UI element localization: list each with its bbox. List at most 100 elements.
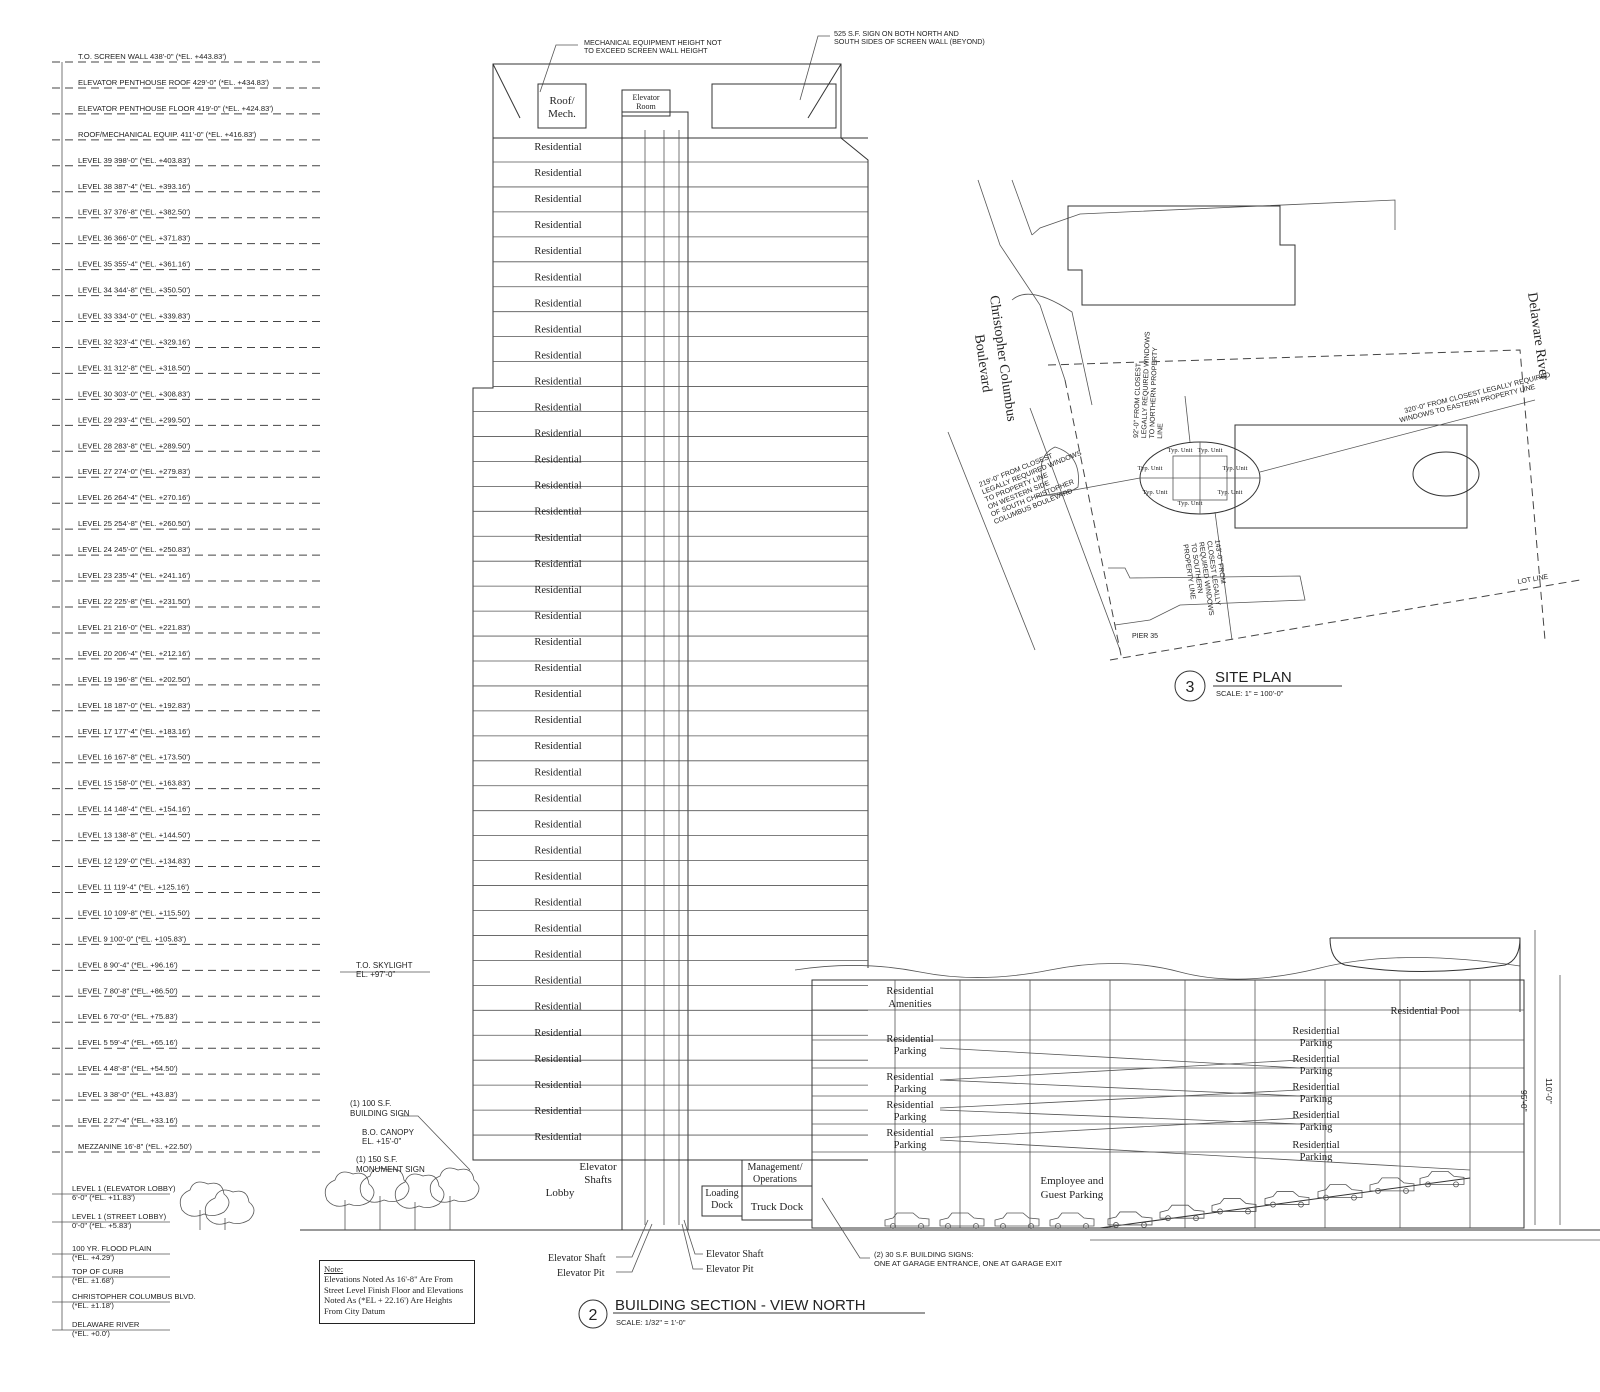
- residential-label: Residential: [534, 194, 581, 205]
- skylight-label: T.O. SKYLIGHT: [356, 961, 413, 970]
- residential-label: Residential: [534, 793, 581, 804]
- residential-label: Residential: [534, 611, 581, 622]
- residential-label: Residential: [534, 924, 581, 935]
- residential-label: Residential: [534, 1080, 581, 1091]
- ramp-line: [939, 1059, 1301, 1081]
- parking-label: Parking: [894, 1140, 927, 1151]
- wheel-icon: [1323, 1194, 1329, 1201]
- car-icon: [1049, 1212, 1095, 1227]
- car-icon: [1419, 1171, 1465, 1185]
- dim-south: 143'-0" FROMCLOSEST LEGALLYREQUIRED WIND…: [1181, 539, 1230, 618]
- low-elevation-levels: LEVEL 1 (ELEVATOR LOBBY)6'-0" (*EL. +11.…: [52, 1184, 196, 1338]
- ramp-line: [939, 1079, 1301, 1097]
- wheel-icon: [890, 1223, 896, 1229]
- ramp-line: [939, 1047, 1301, 1069]
- car-icon: [1159, 1204, 1205, 1219]
- cars: [884, 1171, 1465, 1229]
- low-level-label: 100 YR. FLOOD PLAIN: [72, 1244, 152, 1253]
- garage-grid: [812, 980, 1524, 1228]
- car-icon: [1107, 1211, 1153, 1226]
- wheel-icon: [1193, 1215, 1199, 1222]
- low-level-label: DELAWARE RIVER: [72, 1320, 140, 1329]
- section-title-block: 2 BUILDING SECTION - VIEW NORTH SCALE: 1…: [578, 1297, 925, 1329]
- residential-labels: ResidentialResidentialResidentialResiden…: [534, 142, 581, 1143]
- level-label: LEVEL 9 100'-0" (*EL. +105.83'): [78, 934, 187, 943]
- level-label: LEVEL 32 323'-4" (*EL. +329.16'): [78, 337, 191, 346]
- car-icon: [1264, 1191, 1310, 1205]
- residential-label: Residential: [534, 585, 581, 596]
- canopy-label: B.O. CANOPY: [362, 1128, 415, 1137]
- wheel-icon: [1217, 1208, 1223, 1215]
- floor-lines: [473, 161, 868, 1161]
- wheel-icon: [1403, 1188, 1409, 1194]
- parking-label: Residential: [1292, 1026, 1339, 1037]
- wheel-icon: [1375, 1188, 1381, 1194]
- residential-label: Residential: [534, 376, 581, 387]
- parking-label: Parking: [894, 1046, 927, 1057]
- lobby-label: Lobby: [546, 1187, 575, 1199]
- level-label: LEVEL 3 38'-0" (*EL. +43.83'): [78, 1090, 178, 1099]
- level-label: LEVEL 10 109'-8" (*EL. +115.50'): [78, 908, 190, 917]
- residential-label: Residential: [534, 507, 581, 518]
- residential-label: Residential: [534, 455, 581, 466]
- residential-label: Residential: [534, 741, 581, 752]
- car-icon: [1211, 1198, 1257, 1212]
- wheel-icon: [1055, 1223, 1061, 1229]
- level-label: LEVEL 12 129'-0" (*EL. +134.83'): [78, 857, 191, 866]
- level-label: ROOF/MECHANICAL EQUIP. 411'-0" (*EL. +41…: [78, 130, 257, 139]
- residential-label: Residential: [534, 1106, 581, 1117]
- level-label: LEVEL 16 167'-8" (*EL. +173.50'): [78, 753, 191, 762]
- residential-label: Residential: [534, 871, 581, 882]
- tree-icon: [394, 1173, 445, 1209]
- site-plan-scale: SCALE: 1" = 100'-0": [1216, 689, 1284, 698]
- level-label: LEVEL 25 254'-8" (*EL. +260.50'): [78, 519, 191, 528]
- parking-label: Residential: [1292, 1054, 1339, 1065]
- level-label: LEVEL 34 344'-8" (*EL. +350.50'): [78, 286, 191, 295]
- residential-label: Residential: [534, 637, 581, 648]
- management-label: Management/Operations: [748, 1162, 803, 1185]
- low-level-label: TOP OF CURB: [72, 1267, 124, 1276]
- level-label: LEVEL 18 187'-0" (*EL. +192.83'): [78, 701, 191, 710]
- level-label: LEVEL 29 293'-4" (*EL. +299.50'): [78, 415, 191, 424]
- low-level-label: LEVEL 1 (STREET LOBBY): [72, 1212, 167, 1221]
- wheel-icon: [1270, 1201, 1276, 1208]
- street-label-2: Boulevard: [971, 333, 994, 393]
- typ-unit-label: Typ. Unit: [1223, 465, 1248, 472]
- parking-ramps: [939, 1047, 1471, 1229]
- parking-label: Parking: [1300, 1038, 1333, 1049]
- section-scale: SCALE: 1/32" = 1'-0": [616, 1318, 686, 1327]
- section-number: 2: [589, 1307, 598, 1324]
- typ-unit-label: Typ. Unit: [1198, 447, 1223, 454]
- pool-label: Residential Pool: [1390, 1006, 1459, 1017]
- ramp-line: [939, 1089, 1301, 1109]
- residential-label: Residential: [534, 767, 581, 778]
- level-label: MEZZANINE 16'-8" (*EL. +22.50'): [78, 1142, 192, 1151]
- elevator-shaft-right: Elevator Shaft: [706, 1249, 764, 1260]
- section-title: BUILDING SECTION - VIEW NORTH: [615, 1297, 866, 1314]
- wheel-icon: [1298, 1201, 1304, 1208]
- level-label: ELEVATOR PENTHOUSE FLOOR 419'-0" (*EL. +…: [78, 104, 274, 113]
- residential-label: Residential: [534, 142, 581, 153]
- elevator-pit-right: Elevator Pit: [706, 1264, 754, 1275]
- parking-label: Parking: [894, 1084, 927, 1095]
- level-label: LEVEL 14 148'-4" (*EL. +154.16'): [78, 805, 191, 814]
- parking-left-labels: ResidentialParkingResidentialParkingResi…: [886, 1034, 933, 1151]
- parking-label: Residential: [1292, 1082, 1339, 1093]
- level-label: ELEVATOR PENTHOUSE ROOF 429'-0" (*EL. +4…: [78, 78, 270, 87]
- residential-label: Residential: [534, 976, 581, 987]
- car-icon: [1317, 1184, 1363, 1199]
- entry-ramp: [1099, 1177, 1471, 1229]
- tree-icon: [324, 1171, 375, 1207]
- canopy-el: EL. +15'-0": [362, 1137, 401, 1146]
- level-label: LEVEL 11 119'-4" (*EL. +125.16'): [78, 882, 190, 891]
- level-label: LEVEL 36 366'-0" (*EL. +371.83'): [78, 234, 191, 243]
- parking-label: Residential: [886, 1100, 933, 1111]
- wheel-icon: [1141, 1222, 1147, 1228]
- level-label: LEVEL 4 48'-8" (*EL. +54.50'): [78, 1064, 178, 1073]
- residential-label: Residential: [534, 1132, 581, 1143]
